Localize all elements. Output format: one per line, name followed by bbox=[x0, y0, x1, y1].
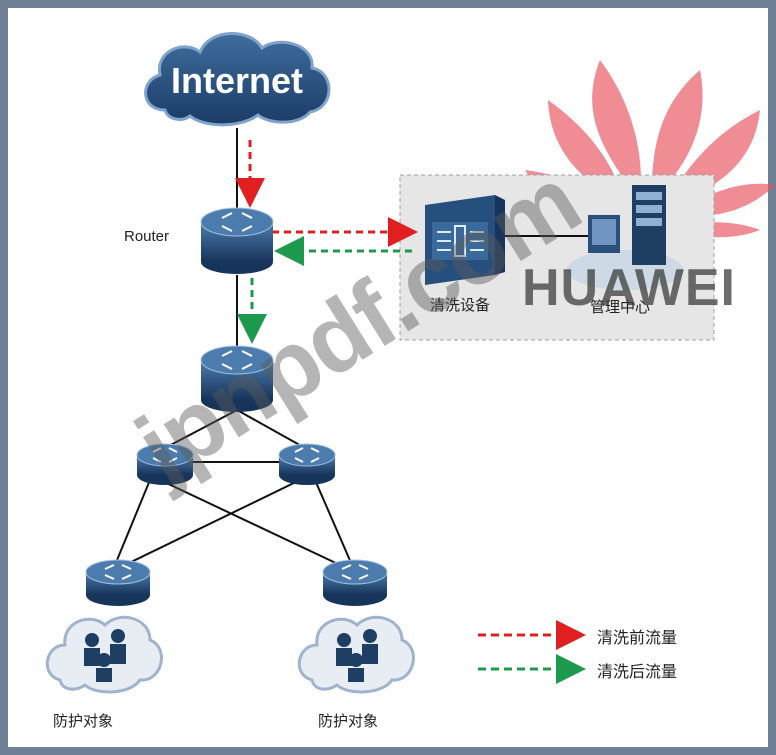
protected-object-label: 防护对象 bbox=[318, 712, 379, 730]
protected-object-label: 防护对象 bbox=[53, 712, 114, 730]
protected-object-right-icon bbox=[297, 615, 415, 694]
internet-label: Internet bbox=[170, 60, 303, 101]
scrubbing-device-label: 清洗设备 bbox=[430, 296, 491, 314]
router-main-icon bbox=[200, 207, 274, 274]
core-switch-icon bbox=[200, 345, 274, 412]
access-switch-left-icon bbox=[85, 559, 151, 606]
legend-before-label: 清洗前流量 bbox=[597, 628, 678, 647]
huawei-brand-text: HUAWEI bbox=[522, 259, 736, 317]
management-center-label: 管理中心 bbox=[590, 298, 651, 316]
scrubbing-device-icon bbox=[425, 195, 505, 285]
internet-cloud-icon bbox=[144, 32, 331, 127]
legend-after-label: 清洗后流量 bbox=[597, 662, 678, 681]
aggregation-switch-left-icon bbox=[136, 443, 194, 485]
aggregation-switch-right-icon bbox=[278, 443, 336, 485]
management-center-icon bbox=[567, 185, 683, 290]
access-switch-right-icon bbox=[322, 559, 388, 606]
router-label: Router bbox=[124, 228, 170, 245]
protected-object-left-icon bbox=[45, 615, 163, 694]
